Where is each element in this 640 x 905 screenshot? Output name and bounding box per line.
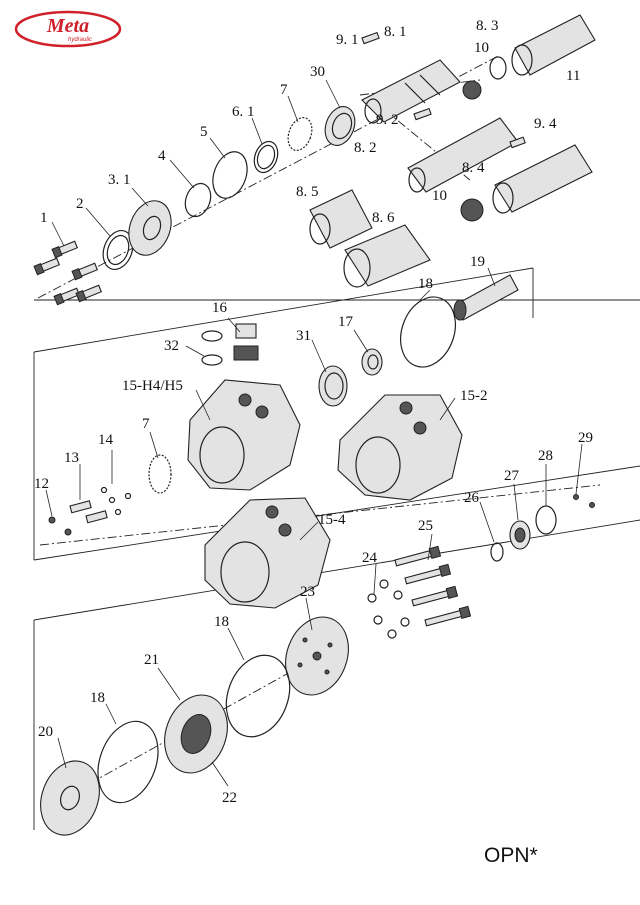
bushing-30 — [324, 106, 356, 146]
key-9-4 — [509, 136, 526, 149]
end-plate-20 — [40, 760, 100, 836]
bolt-set — [33, 240, 103, 306]
gerotor-21 — [164, 694, 228, 774]
o-ring-18-bottom — [97, 720, 159, 804]
label-10-top: 10 — [474, 40, 489, 56]
label-17: 17 — [338, 314, 354, 330]
ring-6-1 — [253, 140, 279, 174]
washers-24 — [367, 579, 410, 639]
plug-16 — [233, 323, 259, 361]
pin-29 — [573, 494, 595, 508]
shaft-8-3 — [511, 14, 596, 76]
logo-wordmark: Meta — [46, 15, 89, 37]
label-32: 32 — [164, 338, 179, 354]
label-11: 11 — [566, 68, 580, 84]
label-2: 2 — [76, 196, 84, 212]
label-31: 31 — [296, 328, 311, 344]
label-24: 24 — [362, 550, 378, 566]
pin-12 — [48, 516, 72, 536]
housing-15-h4-h5 — [187, 379, 301, 491]
label-14: 14 — [98, 432, 114, 448]
model-code: OPN* — [484, 844, 538, 867]
shaft-8-1 — [361, 59, 461, 124]
label-28: 28 — [538, 448, 553, 464]
nut-10-bottom — [460, 198, 484, 222]
bearing-7-mid — [148, 454, 172, 494]
label-21: 21 — [144, 652, 159, 668]
bearing-17 — [361, 348, 383, 376]
label-26: 26 — [464, 490, 480, 506]
o-ring-18-mid — [225, 654, 291, 738]
label-27: 27 — [504, 468, 520, 484]
label-12: 12 — [34, 476, 49, 492]
drive-shaft-19 — [453, 274, 519, 321]
label-8-3: 8. 3 — [476, 18, 499, 34]
label-4: 4 — [158, 148, 166, 164]
label-29: 29 — [578, 430, 593, 446]
balls-14 — [100, 486, 132, 516]
label-8-6: 8. 6 — [372, 210, 395, 226]
label-19: 19 — [470, 254, 485, 270]
label-8-2: 8. 2 — [354, 140, 377, 156]
label-15-2: 15-2 — [460, 388, 488, 404]
label-5: 5 — [200, 124, 208, 140]
label-8-1: 8. 1 — [384, 24, 407, 40]
o-rings-32 — [201, 330, 223, 366]
washer-11 — [489, 56, 507, 80]
label-18-bottom: 18 — [90, 690, 105, 706]
label-1: 1 — [40, 210, 48, 226]
label-20: 20 — [38, 724, 53, 740]
o-ring-5 — [212, 151, 248, 199]
fitting-13 — [69, 500, 108, 524]
label-15-h4-h5: 15-H4/H5 — [122, 378, 183, 394]
part-labels: 1 2 3. 1 4 5 6. 1 7 30 9. 1 8. 1 8. 3 10… — [34, 18, 593, 806]
label-22: 22 — [222, 790, 237, 806]
label-25: 25 — [418, 518, 433, 534]
label-18-top: 18 — [418, 276, 433, 292]
nut-10-top — [462, 80, 482, 100]
key-9-1 — [361, 31, 380, 45]
diagram-frame — [33, 267, 640, 830]
meta-hydraulic-logo: Meta hydraulic — [14, 10, 122, 48]
flange-3-1 — [128, 200, 172, 256]
seal-ring-2 — [102, 230, 134, 270]
valve-plate-23 — [285, 616, 349, 696]
label-9-2: 9. 2 — [376, 112, 399, 128]
label-7-top: 7 — [280, 82, 288, 98]
hub-8-5 — [309, 189, 373, 249]
shaft-8-4 — [492, 144, 593, 214]
plug-27 — [509, 520, 531, 550]
leader-lines — [45, 79, 583, 787]
o-ring-18-top — [400, 296, 456, 368]
label-3-1: 3. 1 — [108, 172, 131, 188]
logo-tagline: hydraulic — [68, 37, 92, 43]
housing-15-2 — [337, 394, 463, 501]
label-9-4: 9. 4 — [534, 116, 557, 132]
label-23: 23 — [300, 584, 315, 600]
key-9-2 — [413, 107, 432, 121]
label-18-mid: 18 — [214, 614, 229, 630]
washer-26 — [490, 542, 504, 562]
label-6-1: 6. 1 — [232, 104, 255, 120]
housing-15-4 — [204, 497, 331, 609]
label-13: 13 — [64, 450, 79, 466]
bearing-31 — [318, 365, 348, 407]
shaft-8-2 — [407, 117, 519, 193]
label-16: 16 — [212, 300, 228, 316]
label-30: 30 — [310, 64, 325, 80]
ring-4 — [184, 182, 212, 218]
bolts-25 — [394, 545, 472, 627]
label-15-4: 15-4 — [318, 512, 346, 528]
label-7-mid: 7 — [142, 416, 150, 432]
bearing-7-top — [287, 116, 313, 152]
label-10-bottom: 10 — [432, 188, 447, 204]
label-8-5: 8. 5 — [296, 184, 319, 200]
splined-hub-8-6 — [343, 224, 431, 288]
label-8-4: 8. 4 — [462, 160, 485, 176]
label-9-1: 9. 1 — [336, 32, 359, 48]
cap-28 — [535, 505, 557, 535]
